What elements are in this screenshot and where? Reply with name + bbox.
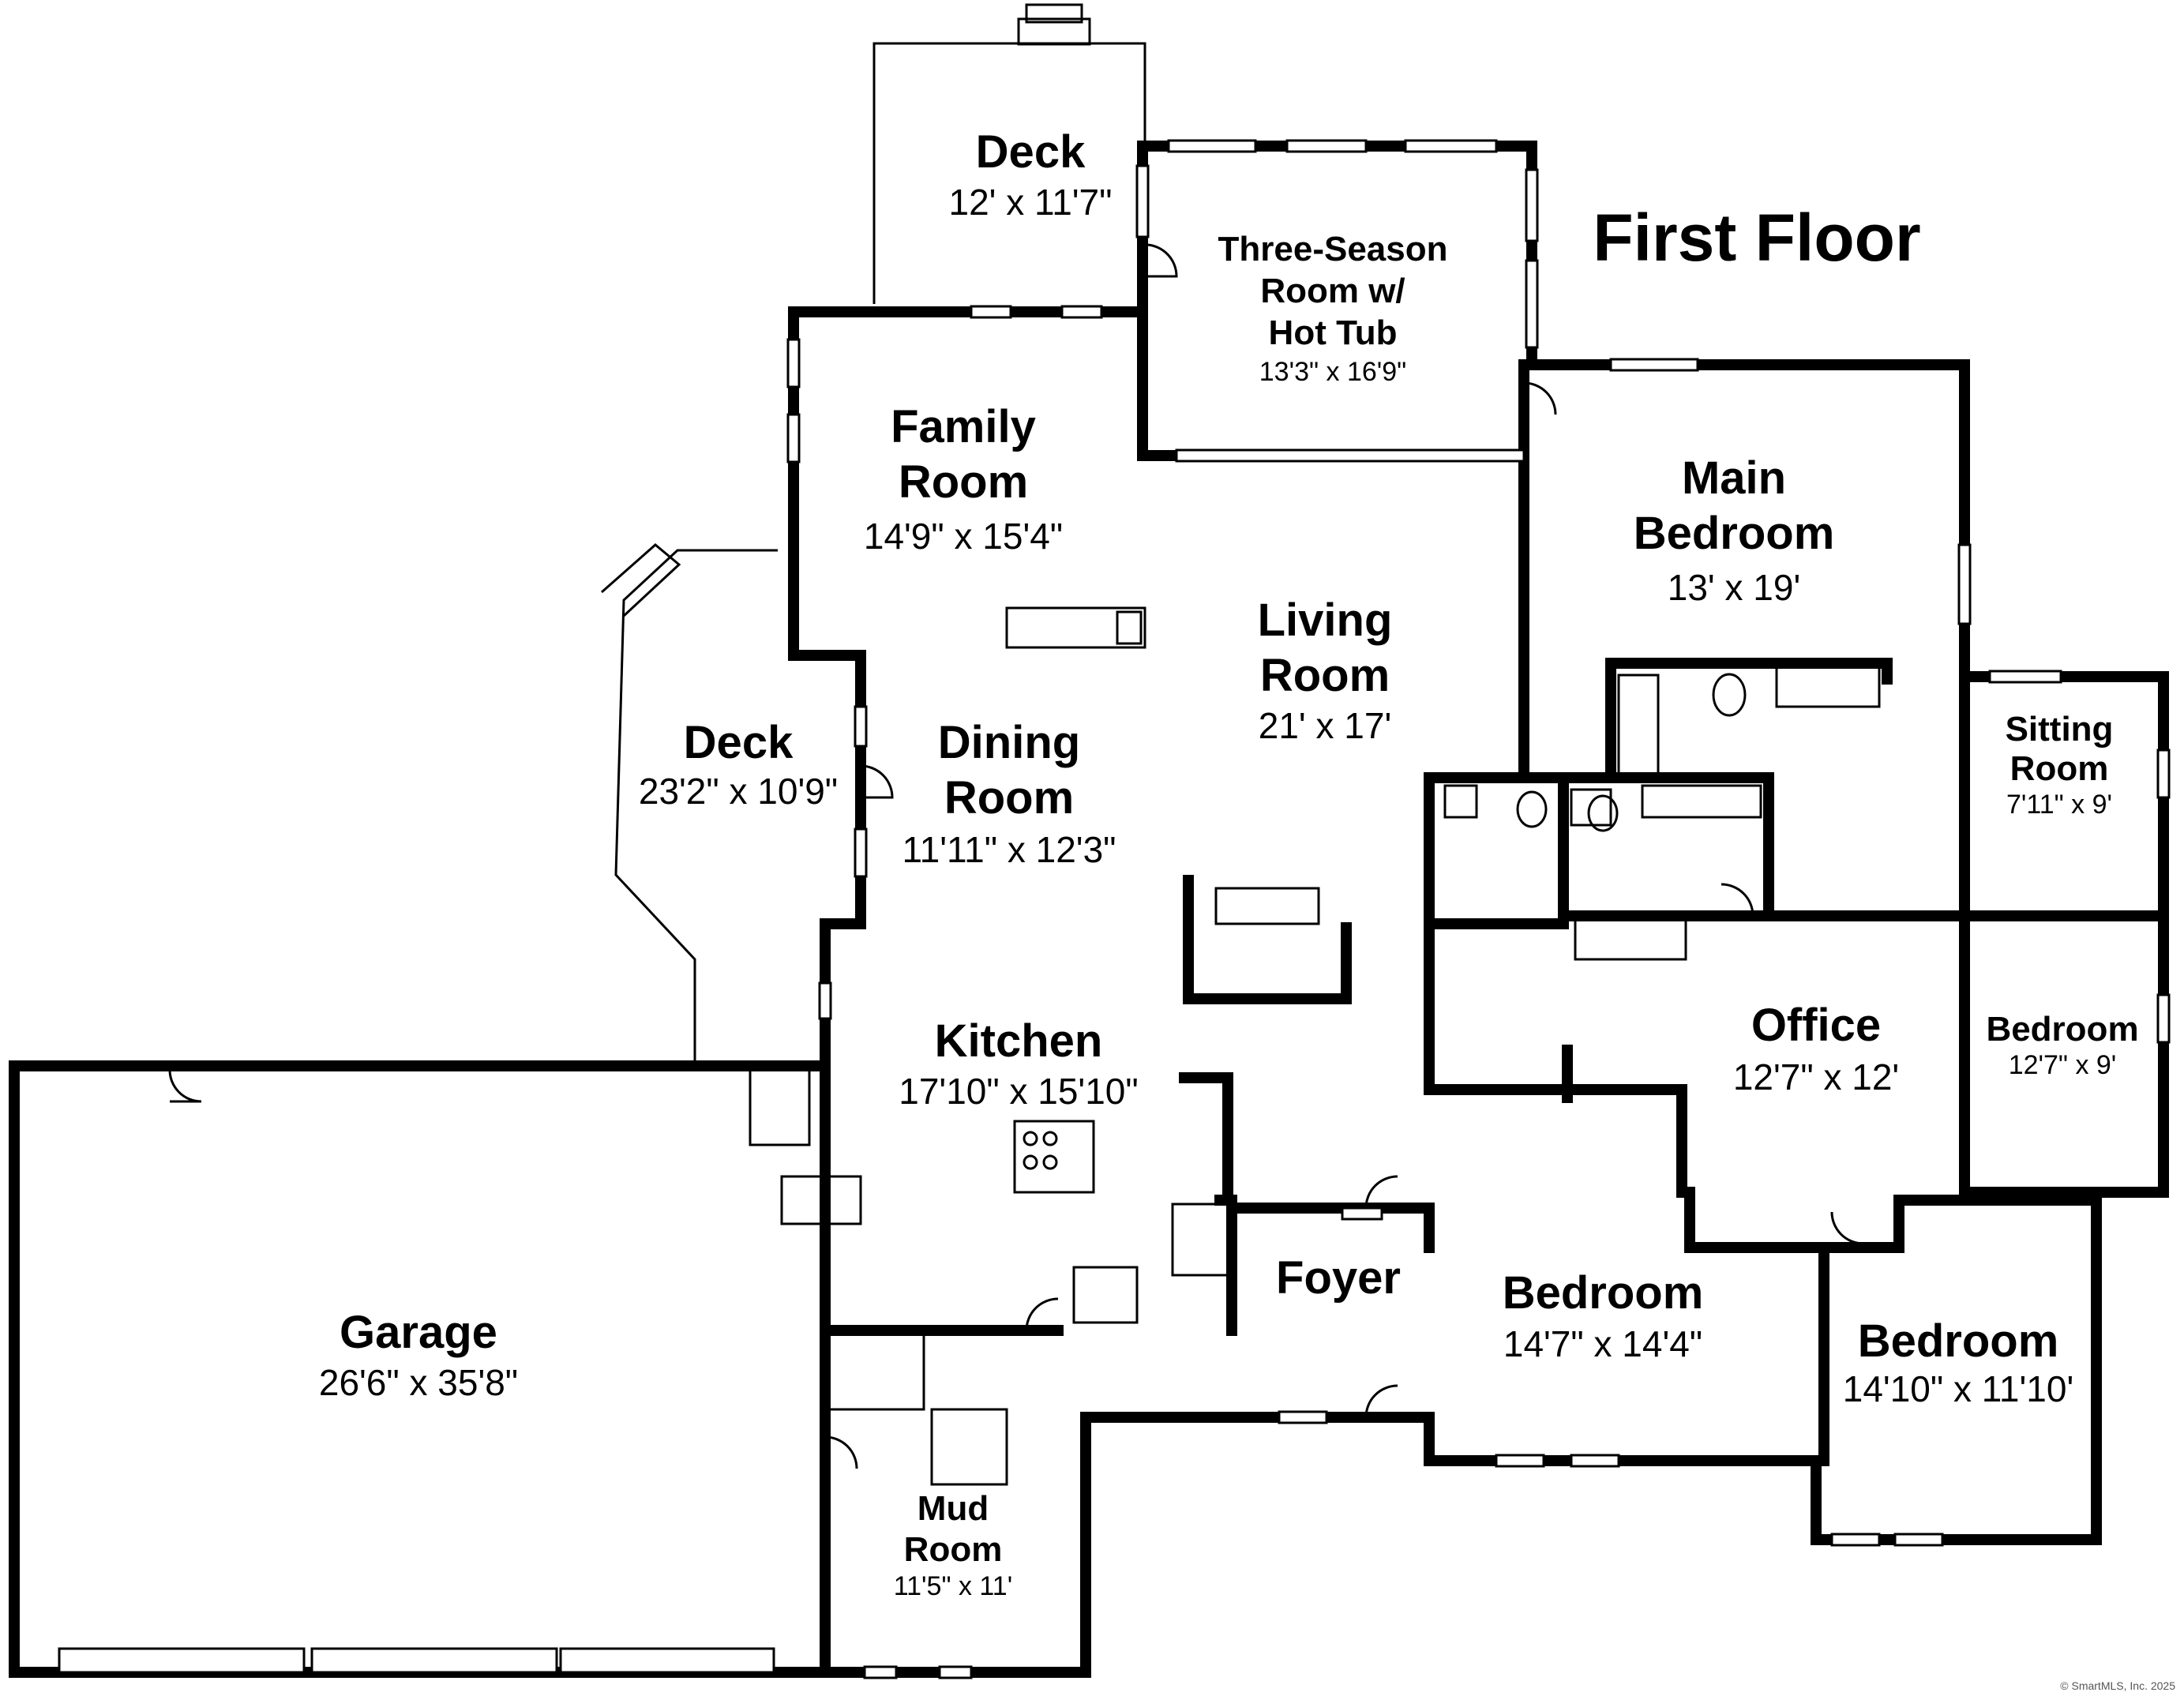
room-dimensions: 13'3" x 16'9" [1259,357,1406,387]
room-dimensions: 13' x 19' [1668,567,1800,608]
room-name: Bedroom [1503,1267,1704,1319]
room-foyer: Foyer [1276,1252,1401,1304]
room-name: Office [1751,1000,1881,1051]
room-three-season: Three-Season Room w/ Hot Tub 13'3" x 16'… [1218,230,1448,387]
room-name: Three-Season [1218,230,1448,268]
exterior-walls [9,141,2169,1678]
room-dimensions: 17'10" x 15'10" [899,1071,1138,1112]
room-name: Sitting [2006,710,2114,749]
room-deck-top: Deck 12' x 11'7" [949,126,1113,223]
room-deck-side: Deck 23'2" x 10'9" [639,717,838,812]
room-name: Kitchen [935,1015,1103,1067]
credit-text: © SmartMLS, Inc. 2025 [2060,1679,2175,1692]
room-bedroom-center: Bedroom 14'7" x 14'4" [1503,1267,1704,1364]
room-dimensions: 14'7" x 14'4" [1503,1323,1702,1364]
room-dimensions: 12'7" x 12' [1733,1056,1899,1098]
room-name: Room [899,456,1028,508]
room-name: Mud [918,1489,989,1528]
doors [168,243,1864,1469]
room-dimensions: 14'9" x 15'4" [864,516,1063,557]
room-name: Hot Tub [1269,313,1398,352]
room-name: Room [904,1530,1003,1569]
room-kitchen: Kitchen 17'10" x 15'10" [899,1015,1138,1112]
room-name: Foyer [1276,1252,1401,1304]
room-name: Bedroom [1986,1010,2138,1049]
room-dimensions: 11'11" x 12'3" [902,829,1116,870]
room-dimensions: 14'10" x 11'10' [1843,1368,2074,1409]
room-dimensions: 21' x 17' [1259,705,1391,746]
room-family: Family Room 14'9" x 15'4" [864,401,1063,557]
room-garage: Garage 26'6" x 35'8" [319,1307,518,1403]
deck-side-outline [601,543,778,1066]
fixtures [749,606,1881,1486]
room-name: Garage [340,1307,497,1358]
room-bedroom-right: Bedroom 14'10" x 11'10' [1843,1315,2074,1409]
room-name: Deck [684,717,794,768]
room-name: Bedroom [1634,508,1835,559]
room-mud: Mud Room 11'5" x 11' [894,1489,1012,1601]
room-dimensions: 12' x 11'7" [949,182,1113,223]
room-name: Family [891,401,1036,452]
room-dimensions: 26'6" x 35'8" [319,1362,518,1403]
room-main-bedroom: Main Bedroom 13' x 19' [1634,452,1835,608]
room-living: Living Room 21' x 17' [1258,595,1393,746]
room-office: Office 12'7" x 12' [1733,1000,1899,1098]
room-name: Room w/ [1260,272,1405,310]
room-dimensions: 11'5" x 11' [894,1571,1012,1601]
room-dimensions: 12'7" x 9' [2009,1050,2117,1080]
room-dimensions: 23'2" x 10'9" [639,771,838,812]
windows [58,139,2171,1679]
room-name: Living [1258,595,1393,646]
room-name: Main [1682,452,1786,504]
deck-top-outline [872,3,1146,304]
room-name: Bedroom [1858,1315,2059,1367]
room-sitting: Sitting Room 7'11" x 9' [2006,710,2114,820]
room-name: Deck [976,126,1086,178]
room-name: Dining [938,717,1080,768]
room-name: Room [944,772,1074,824]
room-bedroom-small: Bedroom 12'7" x 9' [1986,1010,2138,1080]
room-name: Room [2010,749,2109,788]
room-dining: Dining Room 11'11" x 12'3" [902,717,1116,870]
room-name: Room [1260,650,1390,701]
room-dimensions: 7'11" x 9' [2006,790,2112,820]
floor-title: First Floor [1593,201,1920,275]
